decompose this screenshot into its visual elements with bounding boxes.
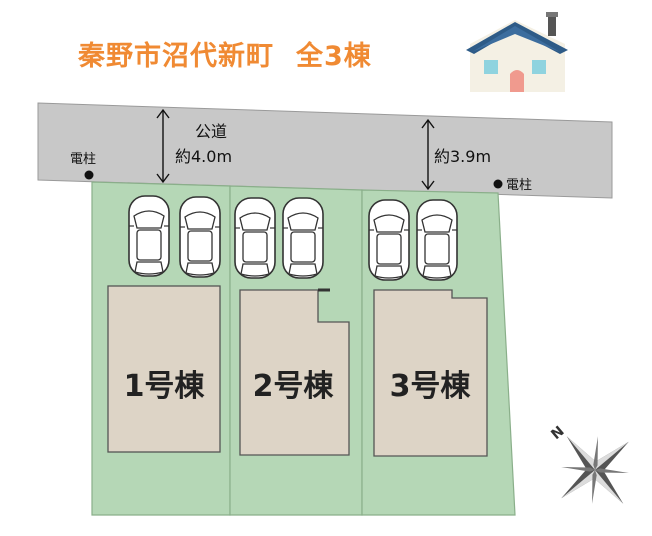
house-icon — [466, 12, 568, 92]
utility-pole-icon — [493, 179, 503, 189]
car-icon — [416, 199, 458, 281]
house-1-footprint — [107, 285, 221, 453]
utility-pole-label-2: 電柱 — [506, 178, 532, 193]
road-width-arrow-right — [421, 118, 435, 191]
car-icon — [282, 197, 324, 279]
utility-pole-icon — [84, 170, 94, 180]
title-location: 秦野市沼代新町 — [78, 41, 274, 72]
building-3-label: 3号棟 — [390, 369, 472, 404]
road-width-arrow-left — [156, 108, 170, 184]
title-count: 全3棟 — [296, 41, 372, 72]
road-width-left: 約4.0m — [175, 147, 232, 166]
road-label: 公道 — [195, 122, 227, 141]
road-width-right: 約3.9m — [434, 147, 491, 166]
house-3-footprint — [373, 289, 488, 457]
car-icon — [234, 197, 276, 279]
building-1-label: 1号棟 — [124, 369, 206, 404]
car-icon — [368, 199, 410, 281]
page-title: 秦野市沼代新町全3棟 — [78, 34, 372, 73]
compass-north-label: N — [548, 423, 567, 443]
car-icon — [179, 196, 221, 278]
compass-icon — [561, 436, 629, 504]
car-icon — [128, 195, 170, 277]
utility-pole-label-1: 電柱 — [70, 152, 96, 167]
road — [37, 102, 613, 199]
building-2-label: 2号棟 — [253, 369, 335, 404]
